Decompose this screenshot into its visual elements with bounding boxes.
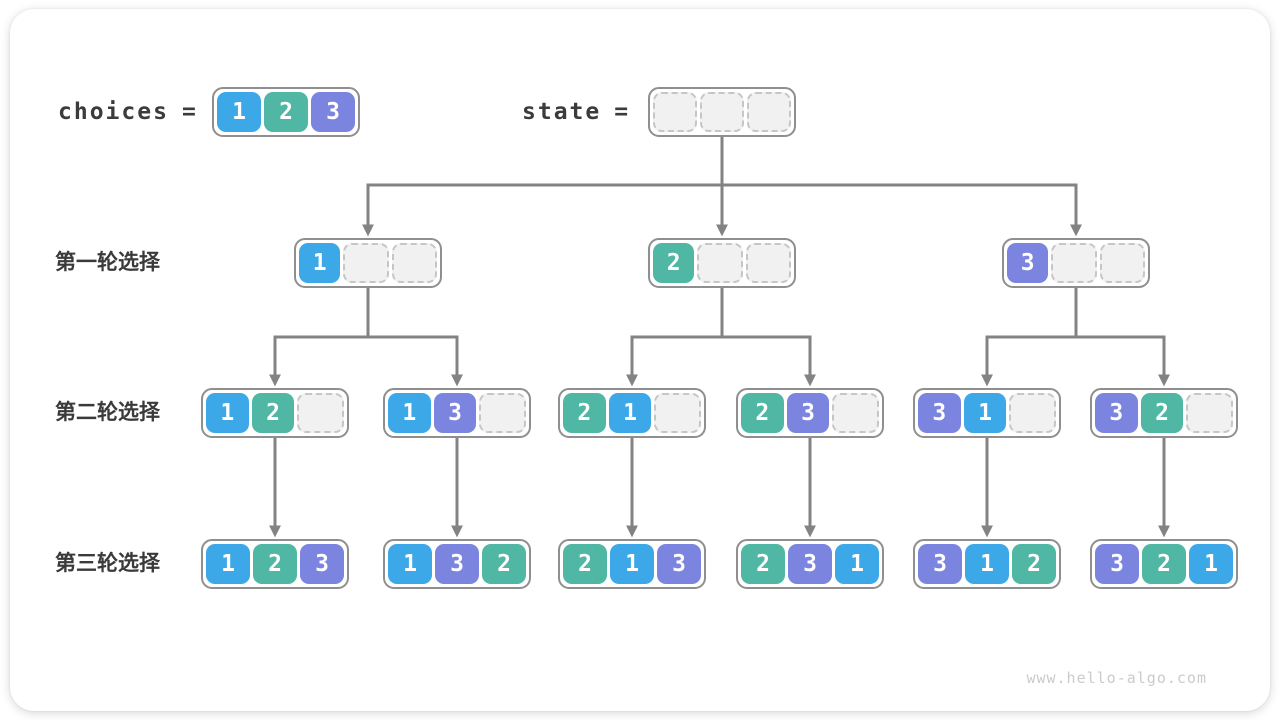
empty-slot — [745, 243, 791, 283]
state-equals-sign: = — [614, 99, 629, 125]
choice-cell-2: 2 — [482, 544, 526, 584]
choice-cell-1: 1 — [388, 544, 432, 584]
choice-cell-2: 2 — [253, 544, 297, 584]
choice-cell-1: 1 — [610, 544, 654, 584]
choice-cell-1: 1 — [1189, 544, 1233, 584]
empty-slot — [343, 243, 389, 283]
choice-cell-3: 3 — [657, 544, 701, 584]
empty-slot — [697, 243, 743, 283]
choice-cell-3: 3 — [918, 393, 961, 433]
choice-cell-2: 2 — [741, 393, 784, 433]
empty-slot — [1009, 393, 1057, 433]
diagram-card — [10, 9, 1270, 711]
empty-slot — [1051, 243, 1097, 283]
choice-cell-3: 3 — [433, 393, 477, 433]
choice-cell-1: 1 — [963, 393, 1007, 433]
choice-cell-3: 3 — [1095, 544, 1139, 584]
choice-cell-3: 3 — [311, 92, 355, 132]
empty-slot — [700, 92, 744, 132]
choices-label: choices — [58, 99, 169, 125]
empty-slot — [1099, 243, 1145, 283]
choice-cell-1: 1 — [388, 393, 431, 433]
choice-cell-1: 1 — [217, 92, 261, 132]
empty-slot — [654, 393, 702, 433]
choice-cell-2: 2 — [1140, 393, 1184, 433]
choice-cell-1: 1 — [206, 393, 249, 433]
choice-cell-3: 3 — [435, 544, 479, 584]
state-node-r1-3: 3 — [1002, 238, 1150, 288]
empty-slot — [832, 393, 880, 433]
choice-cell-3: 3 — [788, 544, 832, 584]
choice-cell-3: 3 — [300, 544, 344, 584]
empty-slot — [747, 92, 791, 132]
choice-cell-2: 2 — [563, 393, 606, 433]
choice-cell-3: 3 — [918, 544, 962, 584]
round-label-2: 第二轮选择 — [55, 401, 160, 424]
choices-equals-sign: = — [181, 99, 196, 125]
choice-cell-1: 1 — [206, 544, 250, 584]
state-label: state — [522, 99, 602, 125]
round-label-1: 第一轮选择 — [55, 251, 160, 274]
empty-slot — [479, 393, 527, 433]
choice-cell-1: 1 — [835, 544, 879, 584]
empty-slot — [1186, 393, 1234, 433]
empty-slot — [297, 393, 345, 433]
choice-cell-1: 1 — [965, 544, 1009, 584]
empty-slot — [653, 92, 697, 132]
round-label-3: 第三轮选择 — [55, 552, 160, 575]
empty-slot — [391, 243, 437, 283]
choices-expression: choices = — [58, 87, 196, 137]
choice-cell-2: 2 — [251, 393, 295, 433]
choice-cell-2: 2 — [741, 544, 785, 584]
choice-cell-2: 2 — [264, 92, 308, 132]
choice-cell-1: 1 — [608, 393, 652, 433]
watermark: www.hello-algo.com — [1026, 669, 1207, 687]
state-array — [648, 87, 796, 137]
choice-cell-1: 1 — [299, 243, 341, 283]
state-node-r1-1: 1 — [294, 238, 442, 288]
choice-cell-2: 2 — [653, 243, 695, 283]
state-expression: state = — [522, 87, 628, 137]
choice-cell-2: 2 — [1012, 544, 1056, 584]
state-node-r1-2: 2 — [648, 238, 796, 288]
choice-cell-3: 3 — [786, 393, 830, 433]
choice-cell-3: 3 — [1007, 243, 1049, 283]
choice-cell-3: 3 — [1095, 393, 1138, 433]
choice-cell-2: 2 — [1142, 544, 1186, 584]
choice-cell-2: 2 — [563, 544, 607, 584]
